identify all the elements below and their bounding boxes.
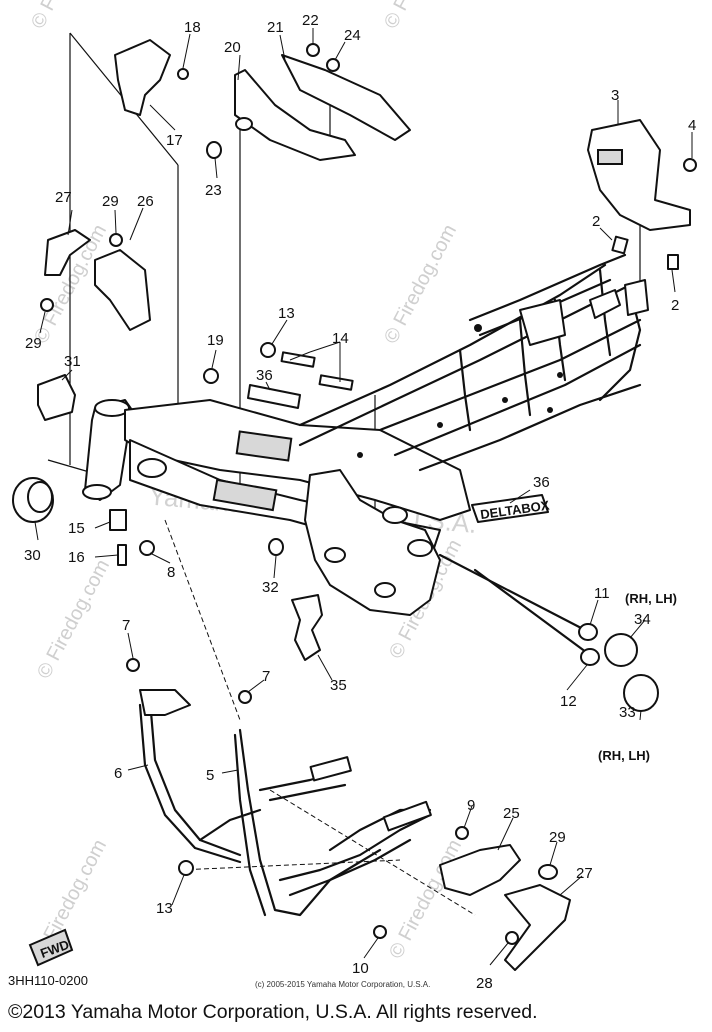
callout-23: 23 <box>205 182 222 199</box>
lower-frame-5[interactable] <box>233 728 432 917</box>
callout-29-upper: 29 <box>102 193 119 210</box>
seat-rail-bracket-3[interactable] <box>587 119 691 231</box>
callout-6: 6 <box>114 765 122 782</box>
callout-8: 8 <box>167 564 175 581</box>
callout-7-left: 7 <box>122 617 130 634</box>
callout-36-right: 36 <box>533 474 550 491</box>
callout-32: 32 <box>262 579 279 596</box>
fasteners[interactable] <box>40 43 697 945</box>
callout-18: 18 <box>184 19 201 36</box>
rh-lh-note-bottom: (RH, LH) <box>598 748 650 763</box>
callout-16: 16 <box>68 549 85 566</box>
callout-4: 4 <box>688 117 696 134</box>
callout-21: 21 <box>267 19 284 36</box>
callout-9: 9 <box>467 797 475 814</box>
sleeve-31[interactable] <box>37 374 76 421</box>
callout-15: 15 <box>68 520 85 537</box>
callout-11: 11 <box>594 585 610 602</box>
callout-labels: 18 17 20 21 22 24 23 3 4 2 2 27 29 26 29… <box>24 12 696 992</box>
callout-35: 35 <box>330 677 347 694</box>
callout-5: 5 <box>206 767 214 784</box>
callout-24: 24 <box>344 27 361 44</box>
bracket-20[interactable] <box>234 69 356 161</box>
callout-3: 3 <box>611 87 619 104</box>
callout-10: 10 <box>352 960 369 977</box>
diagram-code: 3HH110-0200 <box>8 973 88 988</box>
small-copyright: (c) 2005-2015 Yamaha Motor Corporation, … <box>255 980 431 989</box>
callout-13-lower: 13 <box>156 900 173 917</box>
bolts-11-12[interactable] <box>438 553 600 666</box>
main-frame-1[interactable] <box>82 253 649 616</box>
callout-20: 20 <box>224 39 241 56</box>
watermark-firedog: © Firedog.com <box>27 0 108 32</box>
decal-36-upper[interactable] <box>247 384 301 409</box>
callout-2-upper: 2 <box>592 213 600 230</box>
bracket-35[interactable] <box>291 594 323 661</box>
plate-21[interactable] <box>281 54 411 141</box>
callout-19: 19 <box>207 332 224 349</box>
callout-28: 28 <box>476 975 493 992</box>
leader-lines <box>34 28 693 966</box>
callout-27-lower: 27 <box>576 865 593 882</box>
callout-34: 34 <box>634 611 651 628</box>
callout-2-right: 2 <box>671 297 679 314</box>
bracket-27-upper[interactable] <box>44 229 151 331</box>
watermark-firedog: © Firedog.com <box>385 836 466 962</box>
bracket-25[interactable] <box>439 844 521 896</box>
callout-36-upper: 36 <box>256 367 273 384</box>
deltabox-label: DELTABOX <box>471 494 551 523</box>
grommet-30[interactable] <box>12 477 54 523</box>
rh-lh-note-top: (RH, LH) <box>625 591 677 606</box>
lower-frame-6[interactable] <box>138 689 262 864</box>
callout-14: 14 <box>332 330 349 347</box>
callout-25: 25 <box>503 805 520 822</box>
callout-27-upper: 27 <box>55 189 72 206</box>
callout-30: 30 <box>24 547 41 564</box>
callout-31: 31 <box>64 353 81 370</box>
watermark-firedog: © Firedog.com <box>380 221 461 347</box>
watermark-firedog: © Firedog.com <box>33 556 114 682</box>
bracket-27-lower[interactable] <box>504 884 571 971</box>
callout-17: 17 <box>166 132 183 149</box>
callout-29-lower: 29 <box>549 829 566 846</box>
callout-13-upper: 13 <box>278 305 295 322</box>
callout-29-left: 29 <box>25 335 42 352</box>
callout-22: 22 <box>302 12 319 29</box>
watermark-firedog: © Firedog.com <box>380 0 461 32</box>
fwd-arrow-icon: FWD <box>28 928 74 967</box>
callout-33: 33 <box>619 704 636 721</box>
copyright-notice: ©2013 Yamaha Motor Corporation, U.S.A. A… <box>8 1001 538 1023</box>
bracket-18[interactable] <box>114 39 171 116</box>
callout-12: 12 <box>560 693 577 710</box>
callout-26: 26 <box>137 193 154 210</box>
callout-7-center: 7 <box>262 668 270 685</box>
caps-33-34[interactable] <box>604 633 659 712</box>
